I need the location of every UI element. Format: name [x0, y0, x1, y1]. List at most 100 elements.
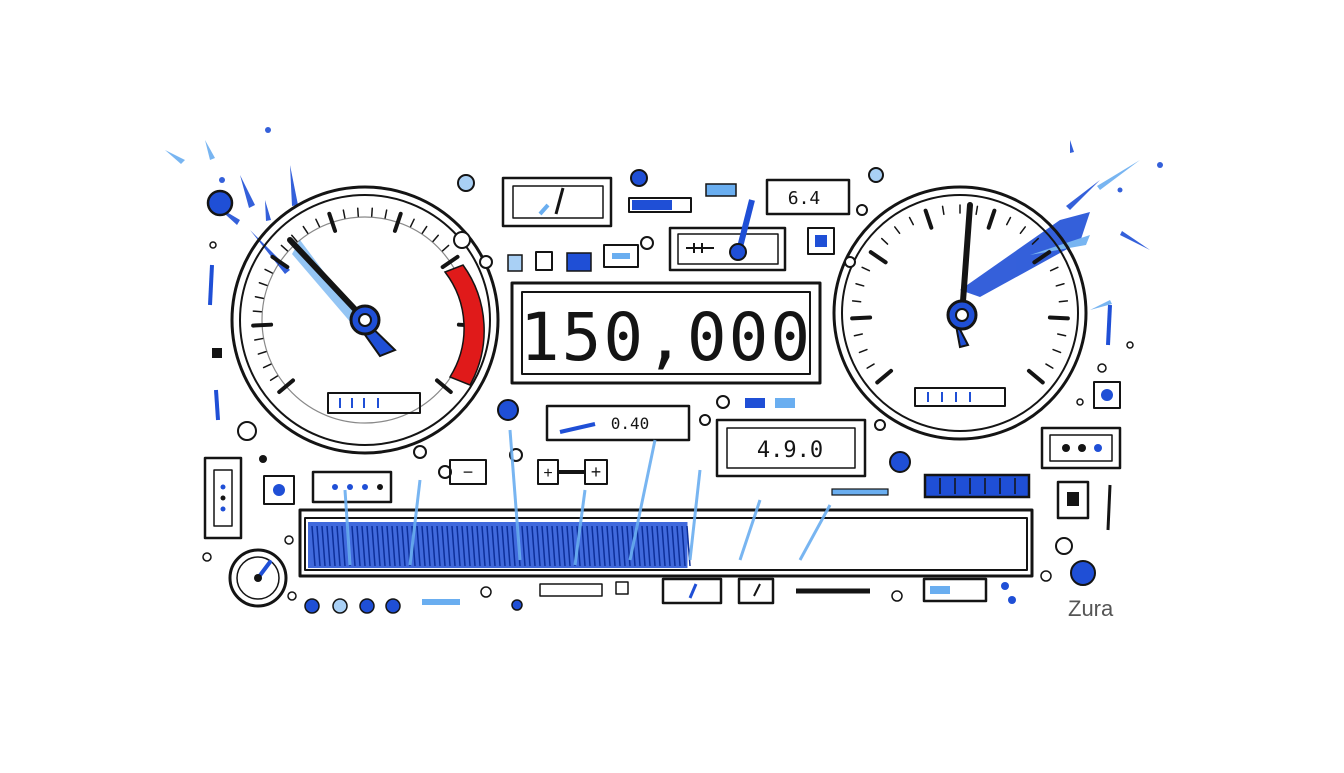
progress-hatch-line — [356, 525, 361, 567]
right-gauge-odometer — [914, 387, 1006, 407]
progress-hatch-line — [646, 525, 651, 567]
gauge-minor-tick — [1049, 266, 1059, 272]
gauge-major-tick — [1047, 315, 1070, 321]
progress-hatch-line — [536, 525, 541, 567]
progress-hatch-line — [456, 525, 461, 567]
progress-hatch-line — [316, 525, 321, 567]
main-display: 150,000 — [510, 281, 822, 385]
gauge-minor-tick — [861, 266, 871, 272]
progress-hatch-line — [371, 525, 376, 567]
progress-hatch-line — [331, 525, 336, 567]
mini-gauge — [228, 548, 288, 608]
progress-hatch-line — [376, 525, 381, 567]
progress-hatch-line — [531, 525, 536, 567]
gauge-minor-tick — [257, 350, 267, 355]
bottom-modules — [304, 577, 1016, 614]
progress-hatch-line — [656, 525, 661, 567]
progress-hatch-line — [446, 525, 451, 567]
gauge-major-tick — [1032, 250, 1052, 265]
progress-hatch-line — [396, 525, 401, 567]
progress-hatch-line — [326, 525, 331, 567]
right-gauge-needle-icon — [959, 202, 973, 318]
lower-progress-bar — [298, 429, 1034, 578]
gauge-minor-tick — [1045, 363, 1054, 369]
progress-hatch-line — [611, 525, 616, 567]
progress-hatch-line — [551, 525, 556, 567]
gauge-minor-tick — [342, 209, 346, 219]
progress-hatch-line — [616, 525, 621, 567]
progress-hatch-line — [366, 525, 371, 567]
gauge-major-tick — [875, 368, 894, 385]
progress-hatch-line — [351, 525, 356, 567]
gauge-major-tick — [435, 378, 453, 394]
progress-hatch-line — [491, 525, 496, 567]
progress-hatch-line — [671, 525, 676, 567]
progress-hatch-line — [621, 525, 626, 567]
progress-hatch-line — [606, 525, 611, 567]
progress-hatch-line — [591, 525, 596, 567]
gauge-minor-tick — [269, 375, 279, 382]
gauge-minor-tick — [1058, 300, 1069, 303]
plus-icon[interactable]: + — [591, 462, 602, 482]
progress-hatch-line — [596, 525, 601, 567]
progress-hatch-line — [476, 525, 481, 567]
progress-hatch-line — [666, 525, 671, 567]
gauge-minor-tick — [290, 234, 298, 243]
progress-hatch-line — [381, 525, 386, 567]
gauge-minor-tick — [409, 218, 415, 228]
gauge-minor-tick — [258, 281, 268, 287]
minus-icon[interactable]: − — [463, 462, 474, 482]
gauge-major-tick — [986, 208, 997, 230]
progress-hatch-line — [556, 525, 561, 567]
gauge-minor-tick — [1005, 216, 1012, 226]
gauge-minor-tick — [356, 207, 360, 217]
gauge-major-tick — [868, 250, 888, 265]
progress-hatch-line — [471, 525, 476, 567]
top-meter-needle-icon — [554, 187, 565, 215]
progress-hatch-line — [681, 525, 686, 567]
progress-hatch-line — [431, 525, 436, 567]
gauge-major-tick — [327, 211, 338, 233]
progress-hatch-line — [566, 525, 571, 567]
progress-hatch-line — [341, 525, 346, 567]
progress-hatch-line — [386, 525, 391, 567]
progress-hatch-line — [526, 525, 531, 567]
progress-hatch-line — [511, 525, 516, 567]
gauge-minor-tick — [252, 310, 263, 313]
svg-text:+: + — [543, 465, 552, 482]
gauge-minor-tick — [894, 226, 901, 235]
center-small-display: 0.40 — [611, 414, 650, 433]
left-gauge — [230, 185, 500, 455]
top-modules: 6.4 — [453, 167, 884, 272]
gauge-major-tick — [277, 378, 295, 394]
progress-hatch-line — [661, 525, 666, 567]
gauge-minor-tick — [975, 205, 979, 216]
gauge-minor-tick — [866, 363, 875, 369]
progress-hatch-line — [481, 525, 486, 567]
top-right-small-display: 6.4 — [788, 188, 821, 209]
right-side-panel — [1040, 304, 1134, 586]
gauge-minor-tick — [254, 337, 264, 341]
gauge-minor-tick — [262, 363, 272, 369]
progress-hatch-line — [416, 525, 421, 567]
progress-hatch-line — [426, 525, 431, 567]
gauge-minor-tick — [1031, 237, 1039, 245]
gauge-minor-tick — [384, 209, 388, 219]
gauge-minor-tick — [881, 237, 889, 245]
progress-hatch-line — [641, 525, 646, 567]
progress-hatch-line — [676, 525, 681, 567]
gauge-minor-tick — [370, 207, 374, 217]
gauge-major-tick — [270, 254, 290, 270]
middle-modules: 0.40 4.9.0 − + + — [263, 395, 1031, 505]
progress-hatch-line — [496, 525, 501, 567]
gauge-minor-tick — [855, 282, 865, 287]
right-gauge-ticks — [850, 204, 1070, 385]
gauge-minor-tick — [1055, 282, 1065, 287]
gauge-minor-tick — [315, 218, 321, 228]
gauge-minor-tick — [280, 244, 289, 252]
progress-hatch-line — [546, 525, 551, 567]
left-gauge-redline — [443, 264, 485, 386]
left-gauge-ticks — [251, 207, 479, 394]
gauge-minor-tick — [254, 295, 265, 300]
